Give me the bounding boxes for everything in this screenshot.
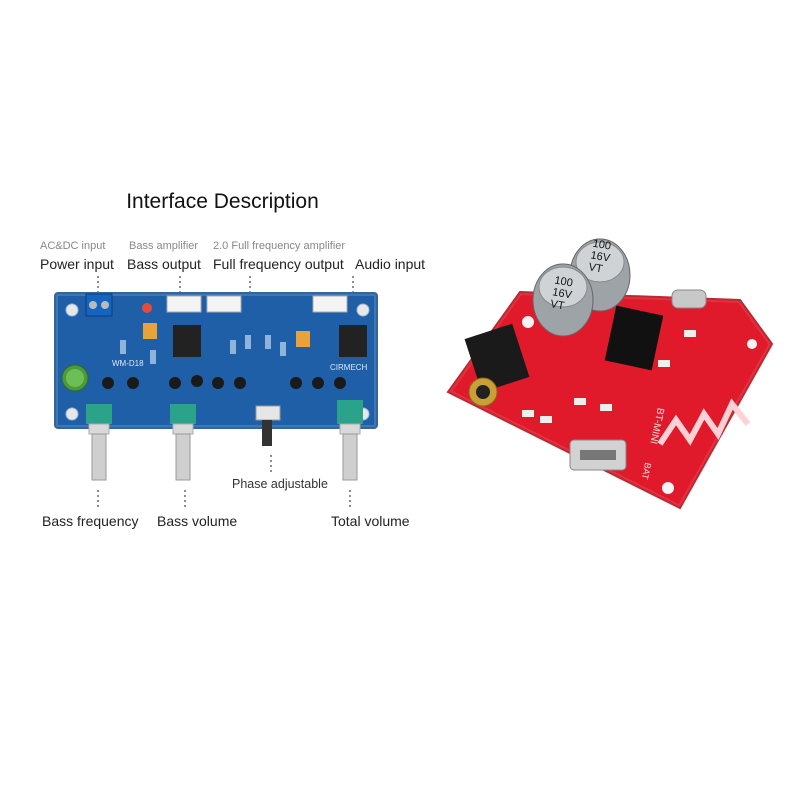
- capacitor-2-line2: 16V: [551, 286, 573, 301]
- red-bluetooth-board: 100 16V VT 100 16V VT BT-MINI BAT: [443, 238, 776, 512]
- bass-volume-label: Bass volume: [157, 513, 238, 529]
- bass-frequency-label: Bass frequency: [42, 513, 139, 529]
- capacitor-1-line2: 16V: [590, 249, 612, 264]
- full-frequency-label: Full frequency output: [213, 256, 344, 272]
- page-title: Interface Description: [126, 190, 319, 213]
- blue-board-model-text: WM-D18: [112, 359, 144, 368]
- power-input-sublabel: AC&DC input: [40, 240, 106, 252]
- blue-board-brand-text: CIRMECH: [330, 363, 368, 372]
- bass-output-label: Bass output: [127, 256, 201, 272]
- blue-amplifier-board: WM-D18 CIRMECH: [52, 290, 380, 481]
- bass-output-sublabel: Bass amplifier: [129, 240, 199, 252]
- full-frequency-sublabel: 2.0 Full frequency amplifier: [213, 240, 346, 252]
- red-board-bat-text: BAT: [640, 462, 653, 481]
- capacitor-2-line3: VT: [549, 298, 565, 312]
- capacitor-2-line1: 100: [553, 274, 573, 289]
- phase-adjustable-label: Phase adjustable: [232, 477, 328, 491]
- total-volume-label: Total volume: [331, 513, 410, 529]
- capacitor-1-line3: VT: [588, 261, 604, 275]
- capacitor-1-line1: 100: [592, 238, 612, 253]
- audio-input-label: Audio input: [355, 256, 426, 272]
- power-input-label: Power input: [40, 256, 114, 272]
